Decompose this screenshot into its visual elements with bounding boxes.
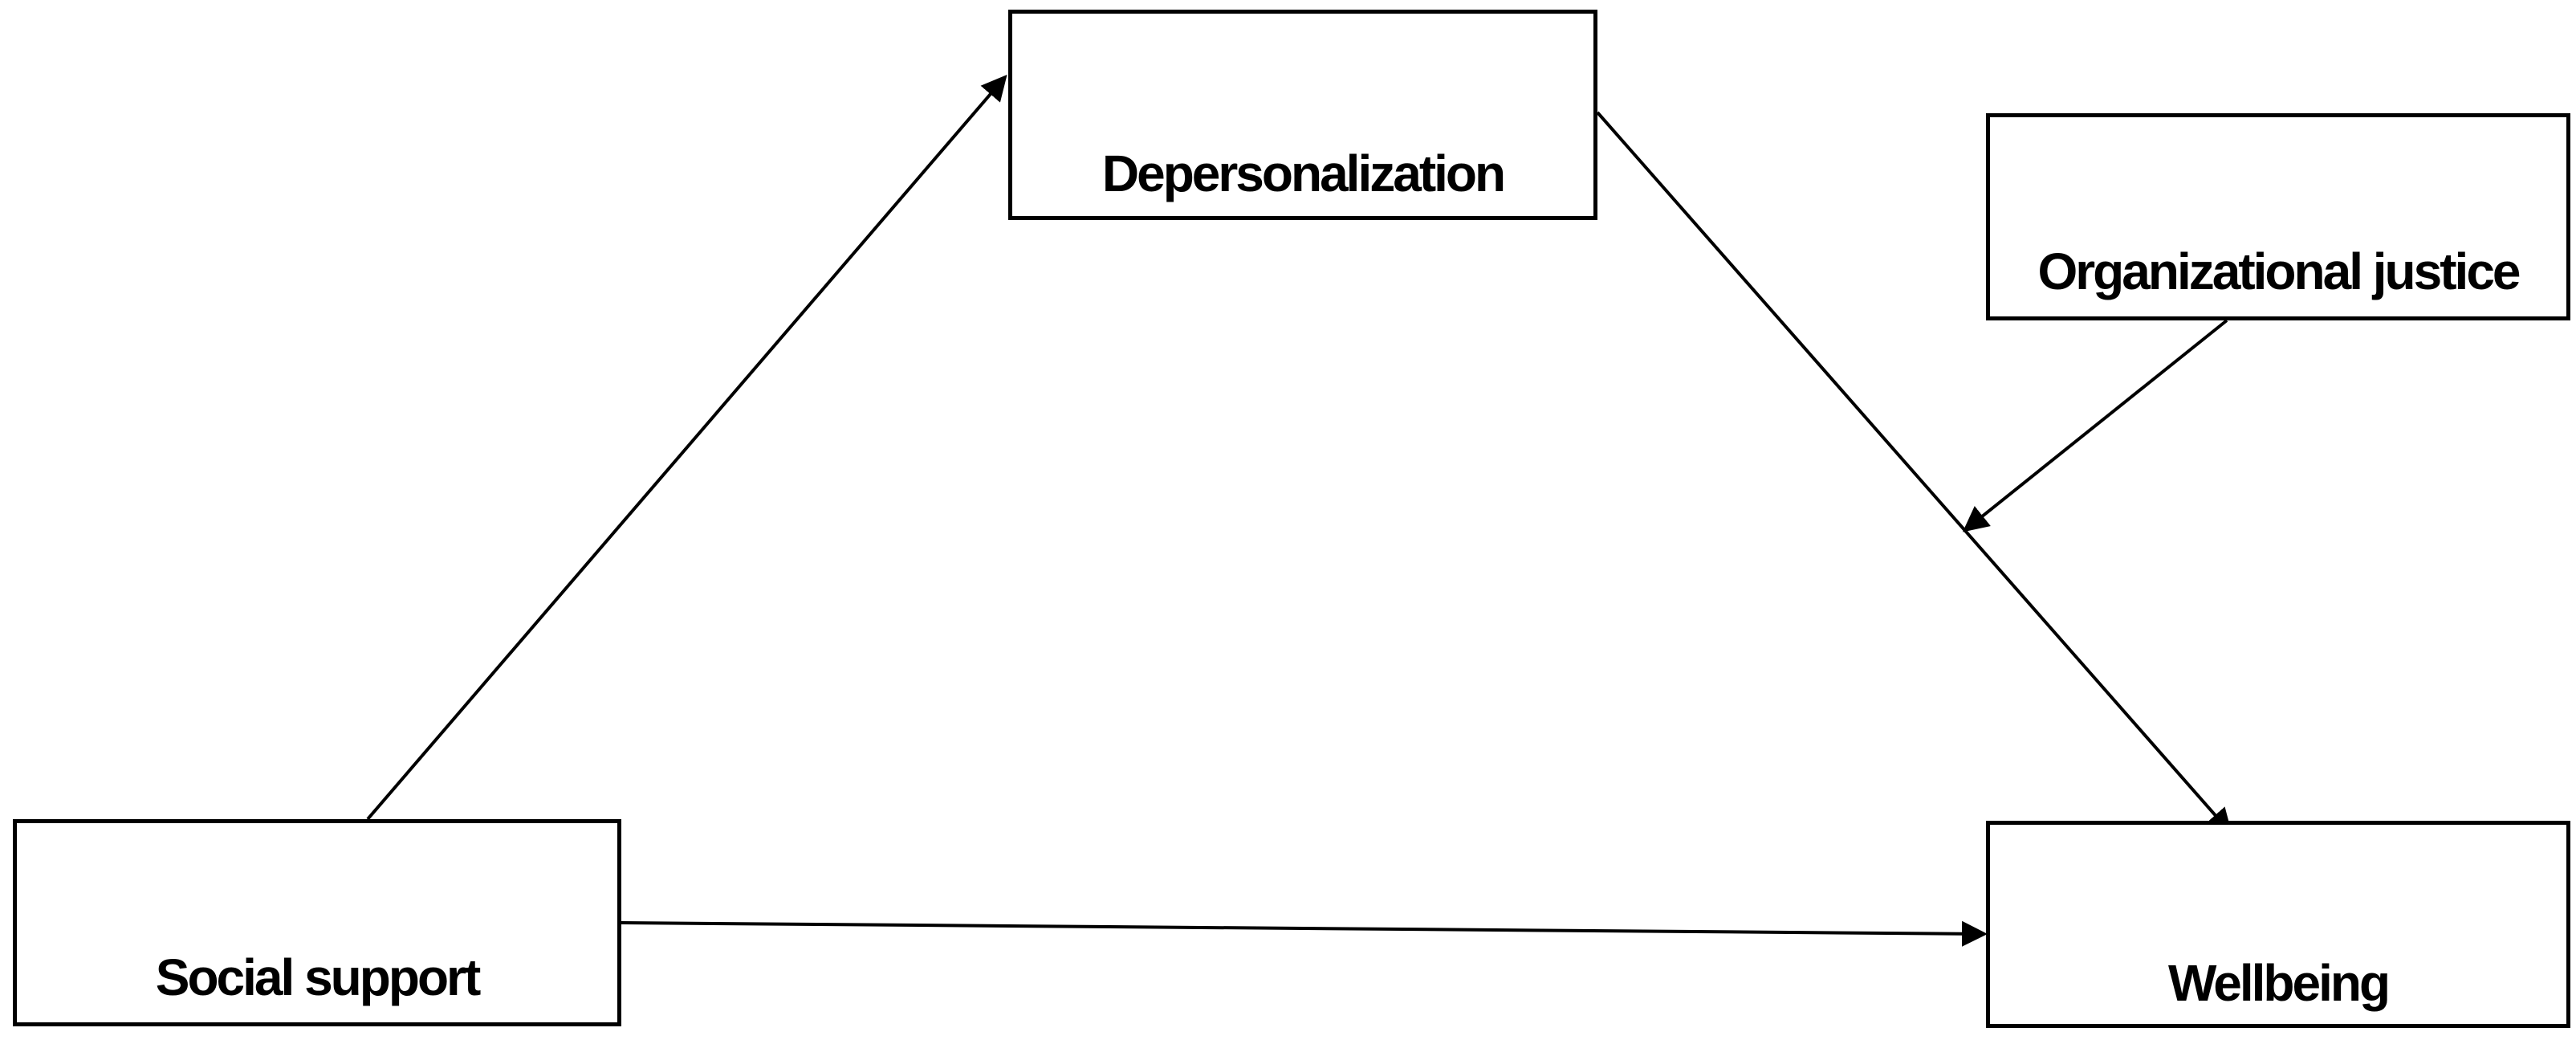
node-wellbeing: Wellbeing: [1986, 821, 2570, 1028]
node-label-social-support: Social support: [155, 948, 482, 1006]
node-label-organizational-justice: Organizational justice: [2037, 243, 2521, 300]
arrow-organizational-justice-moderation: [1962, 319, 2228, 532]
node-social-support: Social support: [13, 819, 621, 1026]
arrow-depersonalization-to-wellbeing: [1596, 111, 2232, 835]
node-depersonalization: Depersonalization: [1008, 10, 1597, 220]
node-label-wellbeing: Wellbeing: [2167, 954, 2391, 1012]
arrow-social-support-to-wellbeing: [621, 920, 1988, 947]
node-organizational-justice: Organizational justice: [1986, 113, 2570, 320]
arrow-social-support-to-depersonalization: [366, 74, 1007, 821]
node-label-depersonalization: Depersonalization: [1101, 145, 1506, 202]
